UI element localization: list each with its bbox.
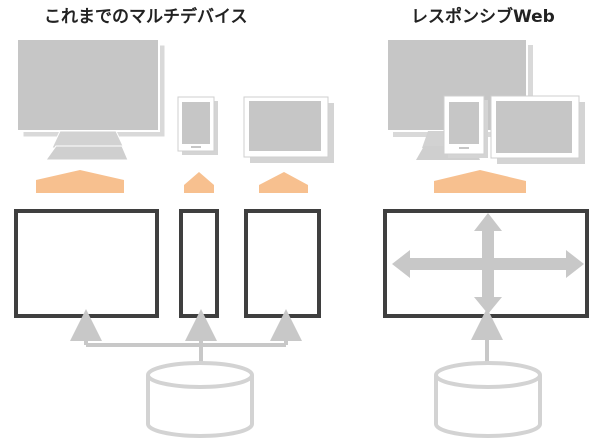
up-arrow-icon bbox=[434, 170, 526, 193]
four-way-arrow-icon bbox=[392, 213, 584, 314]
up-arrow-icon bbox=[259, 172, 308, 193]
smartphone-icon bbox=[443, 95, 488, 158]
smartphone-icon bbox=[177, 96, 218, 155]
phone-layout-frame bbox=[179, 209, 219, 318]
desktop-layout-frame bbox=[14, 209, 159, 318]
database-icon bbox=[434, 361, 542, 438]
up-arrow-icon bbox=[36, 170, 124, 193]
left-section-title: これまでのマルチデバイス bbox=[44, 7, 248, 27]
tablet-icon bbox=[243, 96, 334, 163]
tablet-icon bbox=[490, 95, 585, 164]
tablet-layout-frame bbox=[244, 209, 321, 318]
right-section-title: レスポンシブWeb bbox=[411, 7, 555, 27]
desktop-monitor-icon bbox=[16, 38, 166, 161]
database-icon bbox=[146, 361, 254, 438]
up-arrow-icon bbox=[184, 172, 214, 193]
